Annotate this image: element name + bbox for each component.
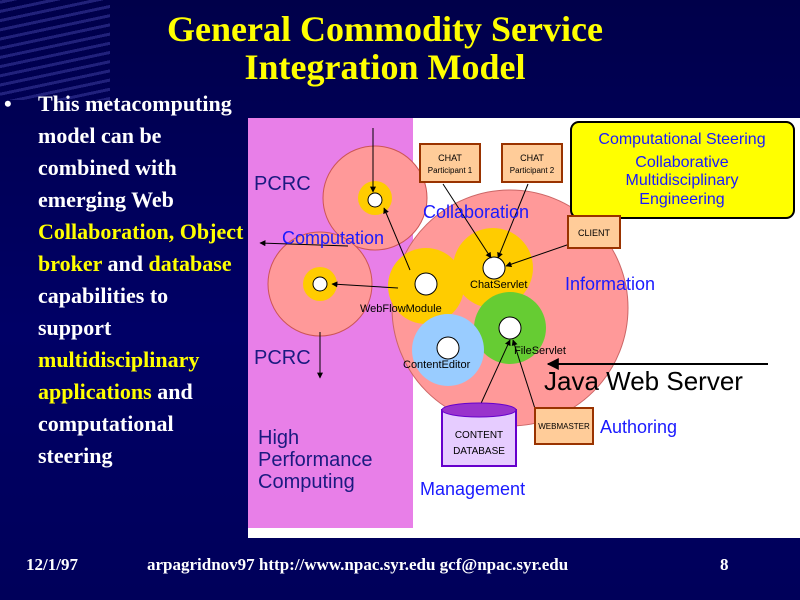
title-line-1: General Commodity Service (167, 9, 603, 49)
steering-collaborative: Collaborative (635, 154, 728, 171)
arrow-webflow-pcrc-top (383, 207, 411, 271)
arrow-computation-left (259, 240, 349, 247)
pcrc-top-label: PCRC (254, 173, 311, 195)
bullet-text: This metacomputing model can be combined… (38, 88, 244, 472)
webflow-node (414, 272, 438, 296)
corner-stripes-decoration (0, 0, 110, 100)
chat-node (482, 256, 506, 280)
bullet-highlight-database: database (148, 251, 232, 276)
steering-engineering: Engineering (639, 191, 724, 208)
chat-participant-1-box (419, 143, 481, 183)
java-web-server-label: Java Web Server (544, 366, 743, 396)
arrow-webflow-pcrc (331, 281, 399, 289)
chat-participant-1-sublabel: Participant 1 (428, 166, 473, 175)
pcrc-top-node (367, 192, 383, 208)
pcrc-bottom-label: PCRC (254, 347, 311, 369)
content-database-label-2: DATABASE (453, 446, 505, 457)
architecture-diagram: CHAT Participant 1 CHAT Participant 2 Co… (248, 118, 800, 538)
steering-box (570, 121, 795, 219)
arrow-database (477, 339, 511, 411)
title-line-2: Integration Model (244, 47, 526, 87)
information-label: Information (565, 274, 655, 294)
arrow-chat1 (442, 183, 492, 259)
webmaster-box (534, 407, 594, 445)
management-label: Management (420, 479, 525, 499)
footer-page-number: 8 (720, 555, 729, 574)
contenteditor-label: ContentEditor (403, 359, 471, 371)
chatservlet-label: ChatServlet (470, 279, 527, 291)
fileservlet-label: FileServlet (514, 345, 566, 357)
bullet-highlight-collab: Collaboration, Object broker (38, 219, 244, 276)
hpc-label-3: Computing (258, 471, 355, 493)
slide-title: General Commodity Service Integration Mo… (120, 10, 650, 86)
content-database-top (441, 402, 517, 418)
client-label: CLIENT (578, 228, 611, 238)
chat-participant-2-box (501, 143, 563, 183)
bullet-text-capabilities: capabilities to support (38, 283, 169, 340)
bullet-symbol: • (4, 91, 12, 116)
bullet-text-and: and (107, 251, 143, 276)
arrow-chat2 (497, 183, 529, 259)
bullet-point: • This metacomputing model can be combin… (4, 88, 244, 472)
client-box (567, 215, 621, 249)
webflowmodule-label: WebFlowModule (360, 303, 442, 315)
contenteditor-node (436, 336, 460, 360)
pcrc-bottom-node (312, 276, 328, 292)
bullet-highlight-multidisciplinary: multidisciplinary applications (38, 347, 200, 404)
fileservlet-node (498, 316, 522, 340)
footer-info: arpagridnov97 http://www.npac.syr.edu gc… (147, 555, 569, 574)
bullet-text-intro: This metacomputing model can be combined… (38, 91, 232, 212)
steering-title: Computational Steering (598, 131, 765, 148)
hpc-label-1: High (258, 427, 299, 449)
footer-date: 12/1/97 (26, 555, 78, 574)
content-database-label-1: CONTENT (455, 430, 503, 441)
collaboration-label: Collaboration (423, 202, 529, 222)
chat-participant-2-sublabel: Participant 2 (510, 166, 555, 175)
steering-multidisciplinary: Multidisciplinary (626, 172, 739, 189)
chat-participant-2-label: CHAT (520, 153, 544, 163)
authoring-label: Authoring (600, 417, 677, 437)
webmaster-label: WEBMASTER (538, 422, 590, 431)
bullet-text-steering: and computational steering (38, 379, 193, 468)
computation-label: Computation (282, 228, 384, 248)
hpc-label-2: Performance (258, 449, 373, 471)
arrow-webmaster (511, 339, 539, 419)
chat-participant-1-label: CHAT (438, 153, 462, 163)
